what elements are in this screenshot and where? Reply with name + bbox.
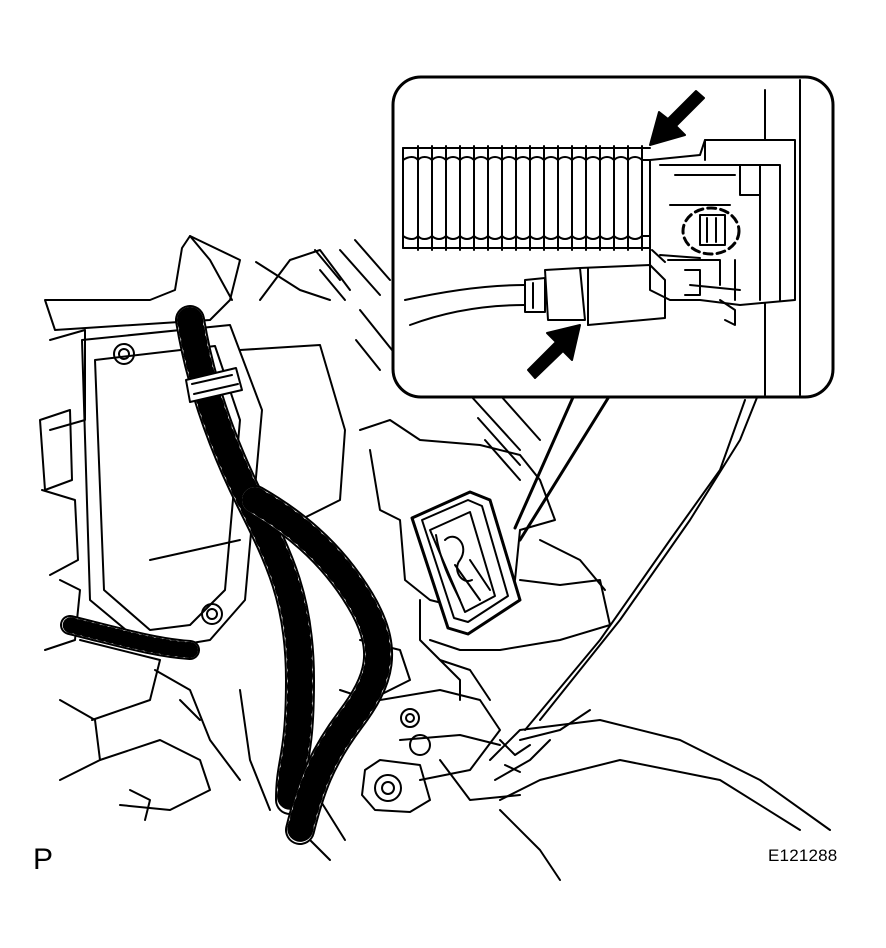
lock-highlight-circle	[681, 206, 741, 256]
figure-code: E121288	[768, 846, 838, 865]
position-label: P	[33, 843, 54, 876]
corrugated-tube-detail	[402, 145, 651, 251]
wire-harness-main	[60, 305, 394, 845]
callout-box	[391, 75, 835, 399]
dashboard-structure	[39, 235, 831, 881]
arrow-up-right-icon	[527, 324, 581, 379]
arrow-down-left-icon	[649, 90, 705, 146]
callout-pointer	[513, 393, 612, 542]
connector-housing-detail	[649, 139, 796, 326]
connector-on-bracket	[410, 490, 522, 636]
